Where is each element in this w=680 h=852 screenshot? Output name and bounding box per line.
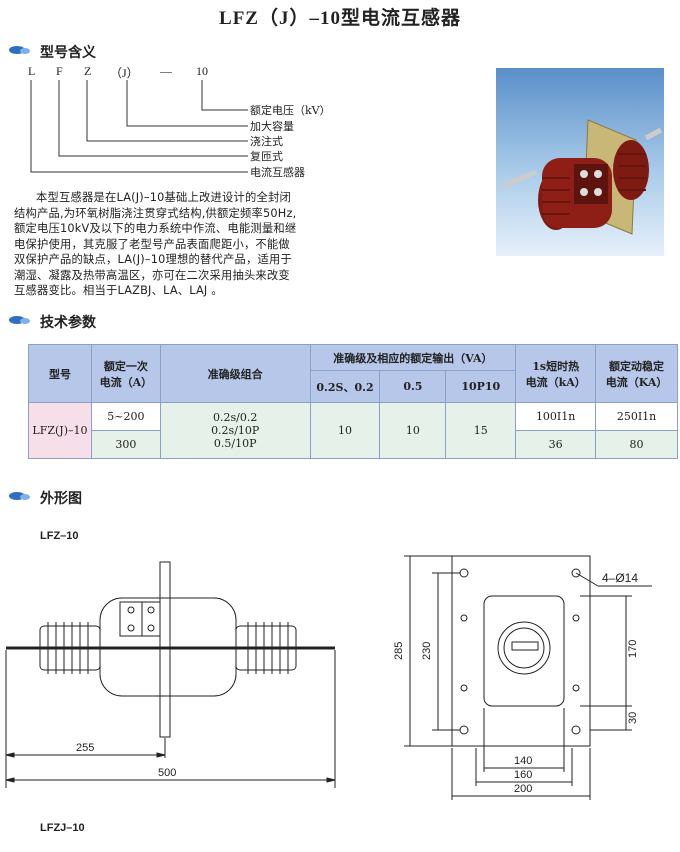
section-title: 型号含义 [40, 45, 96, 61]
combo-line: 0.2s/0.2 [213, 411, 258, 424]
code-meaning: 额定电压（kV） [250, 104, 331, 117]
code-meaning: 加大容量 [250, 120, 294, 133]
holes-label: 4–Ø14 [602, 571, 638, 585]
dim-230-label: 230 [421, 642, 433, 660]
header-sub-col: 10P10 [445, 370, 517, 403]
drawing-label: LFZJ–10 [40, 822, 85, 834]
section-model-meaning: 型号含义 [8, 42, 96, 62]
description-line: 双保护产品的缺点，LA(J)–10理想的替代产品，适用于 [14, 253, 292, 266]
section-title: 技术参数 [40, 315, 96, 331]
page-title: LFZ（J）–10型电流互感器 [219, 8, 461, 29]
dim-285-label: 285 [393, 642, 405, 660]
leaf-bullet-icon [8, 314, 32, 330]
header-model: 型号 [28, 344, 92, 403]
cell-short-time: 36 [515, 430, 597, 459]
description-line: 额定电压10kV及以下的电力系统中作流、电能测量和继 [14, 222, 297, 235]
cell-dynamic: 80 [595, 430, 678, 459]
dim-140-label: 140 [514, 755, 532, 767]
description-line: 结构产品,为环氧树脂浇注贯穿式结构,供额定频率50Hz, [14, 206, 297, 220]
dim-500-label: 500 [158, 767, 176, 779]
dim-255-label: 255 [76, 742, 94, 754]
description-line: 互感器变比。相当于LAZBJ、LA、LAJ 。 [14, 284, 223, 297]
cell-output: 10 [379, 402, 447, 459]
cell-current: 5~200 [90, 402, 161, 431]
dim-160-label: 160 [514, 769, 532, 781]
combo-line: 0.2s/10P [211, 424, 260, 437]
cell-model: LFZ(J)–10 [28, 402, 92, 459]
header-sub-col: 0.2S、0.2 [309, 370, 381, 403]
description-line: 电保护使用，其克服了老型号产品表面爬距小，不能做 [14, 237, 290, 251]
cell-output: 10 [309, 402, 381, 459]
code-letter: （J） [110, 66, 139, 80]
code-leader-lines [30, 80, 248, 173]
side-view-drawing: 255 500 [5, 561, 336, 788]
front-view-drawing: 285 230 170 30 140 160 200 4–Ø14 [393, 555, 652, 800]
cell-current: 300 [90, 430, 161, 459]
code-meaning: 复匝式 [250, 150, 283, 163]
code-letter: Z [84, 64, 92, 78]
header-line: 电流（KA） [605, 375, 668, 389]
parameter-table: 型号 额定一次 电流（A） 准确级组合 准确级及相应的额定输出（VA） 1s短时… [28, 344, 678, 459]
header-line: 电流（A） [99, 375, 153, 389]
header-dynamic: 额定动稳定 电流（KA） [595, 344, 678, 403]
section-title: 外形图 [40, 491, 82, 507]
code-letter: L [28, 64, 36, 78]
drawing-label: LFZ–10 [40, 530, 79, 542]
header-line: 1s短时热 [532, 359, 580, 373]
leaf-bullet-icon [8, 490, 32, 506]
header-line: 电流（kA） [525, 375, 586, 389]
cell-combos: 0.2s/0.2 0.2s/10P 0.5/10P [159, 402, 311, 459]
header-line: 额定一次 [103, 359, 148, 373]
description-line: 本型互感器是在LA(J)–10基础上改进设计的全封闭 [36, 191, 291, 204]
product-description: 本型互感器是在LA(J)–10基础上改进设计的全封闭 结构产品,为环氧树脂浇注贯… [14, 190, 394, 299]
dim-30-label: 30 [627, 712, 639, 724]
code-letter: 10 [196, 64, 208, 78]
product-photo [496, 68, 664, 256]
code-meaning: 浇注式 [250, 135, 283, 148]
section-outline: 外形图 [8, 488, 82, 508]
header-accuracy-output: 准确级及相应的额定输出（VA） [309, 344, 517, 371]
cell-dynamic: 250I1n [595, 402, 678, 431]
section-tech-params: 技术参数 [8, 312, 96, 332]
header-sub-col: 0.5 [379, 370, 447, 403]
leaf-bullet-icon [8, 44, 32, 60]
code-meaning: 电流互感器 [250, 166, 305, 179]
header-short-time: 1s短时热 电流（kA） [515, 344, 597, 403]
header-line: 额定动稳定 [609, 359, 665, 373]
cell-output: 15 [445, 402, 517, 459]
code-letter: F [56, 64, 63, 78]
code-letter: — [160, 64, 172, 78]
header-rated-current: 额定一次 电流（A） [90, 344, 161, 403]
dim-200-label: 200 [514, 783, 532, 795]
combo-line: 0.5/10P [213, 437, 257, 450]
header-accuracy-combo: 准确级组合 [159, 344, 311, 403]
dim-170-label: 170 [627, 640, 639, 658]
description-line: 潮湿、凝露及热带高温区，亦可在二次采用抽头来改变 [14, 268, 290, 282]
cell-short-time: 100I1n [515, 402, 597, 431]
